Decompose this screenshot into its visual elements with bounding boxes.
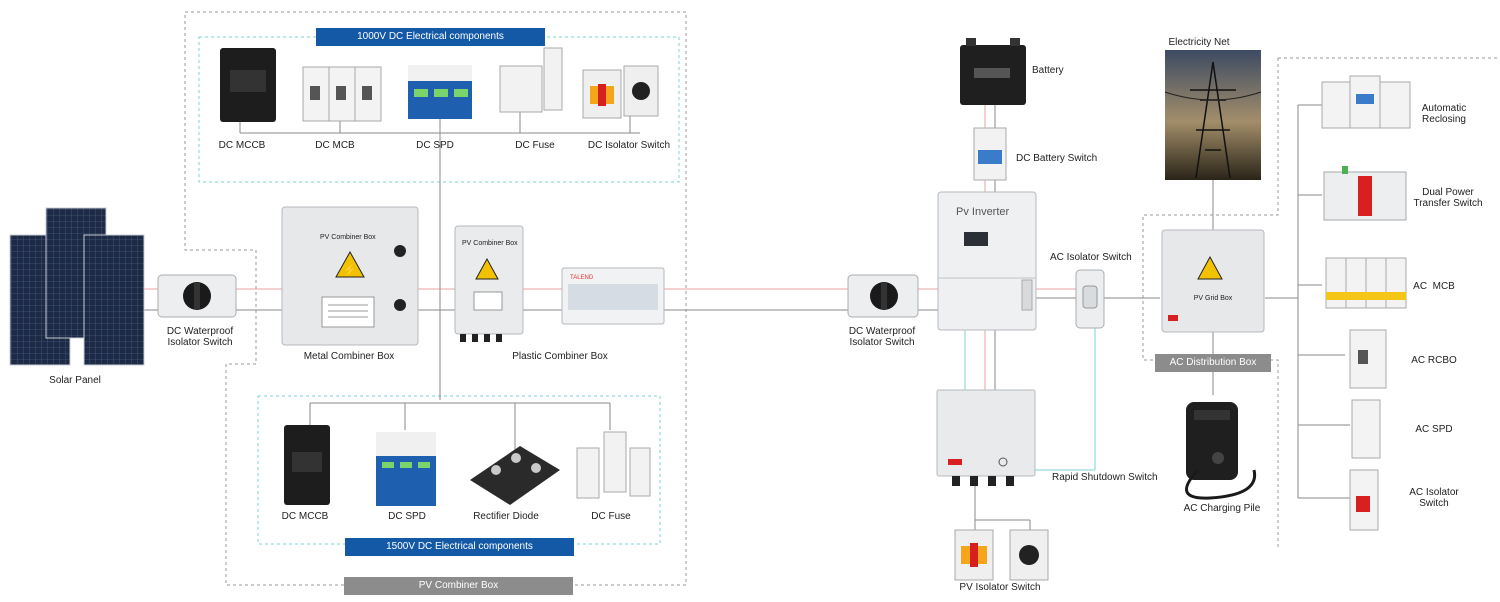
plastic-combiner-box (454, 225, 524, 342)
banner-dc1500: 1500V DC Electrical components (345, 538, 574, 556)
pv-combiner-group-outline (184, 11, 687, 586)
metal-combiner-box: ⚡ (281, 206, 419, 346)
solar-panel-right (83, 234, 145, 366)
label-dc-waterproof-1: DC Waterproof Isolator Switch (166, 326, 234, 348)
rectifier-diode (470, 446, 560, 505)
label-dc-waterproof-2: DC Waterproof Isolator Switch (848, 326, 916, 348)
battery-device (960, 38, 1026, 105)
automatic-reclosing-device (1321, 75, 1411, 129)
solar-panel-array (9, 207, 145, 366)
ac-isolator-switch-din-device (1349, 469, 1379, 531)
dc-waterproof-isolator-switch-1 (157, 274, 237, 318)
label-metal-combiner-box: Metal Combiner Box (303, 351, 395, 362)
dc-spd-1500 (376, 432, 436, 506)
ac-isolator-switch-device (1075, 269, 1105, 329)
banner-dc1000: 1000V DC Electrical components (316, 28, 545, 46)
dc-spd-1000 (408, 65, 472, 119)
dc-fuse-1000 (499, 47, 563, 113)
label-ac-charging-pile: AC Charging Pile (1183, 503, 1261, 514)
label-solar-panel: Solar Panel (49, 375, 101, 386)
dc1500-label-fuse: DC Fuse (591, 511, 631, 522)
din-rail-enclosure (561, 267, 665, 325)
label-dc-battery-switch: DC Battery Switch (1016, 153, 1098, 164)
dc-battery-switch-device (973, 127, 1007, 181)
rapid-shutdown-switch-device (936, 389, 1036, 486)
pv-inverter-device (937, 191, 1037, 331)
hazard-icon (1197, 255, 1223, 280)
label-rapid-shutdown-switch: Rapid Shutdown Switch (1052, 472, 1158, 483)
pv-isolator-switch-devices (954, 529, 1049, 581)
dual-power-transfer-switch-device (1323, 166, 1407, 221)
dc1500-label-spd: DC SPD (388, 511, 426, 522)
label-pv-isolator-switch: PV Isolator Switch (959, 582, 1041, 593)
ac-label-automatic-reclosing: Automatic Reclosing (1421, 103, 1467, 125)
dc1500-label-mccb: DC MCCB (281, 511, 329, 522)
pv-grid-box-device (1161, 229, 1265, 333)
label-pv-inverter: Pv Inverter (956, 206, 1010, 218)
banner-ac-distribution-box: AC Distribution Box (1155, 354, 1271, 372)
label-pv-grid-box: PV Grid Box (1193, 295, 1233, 302)
label-ac-isolator-switch: AC Isolator Switch (1050, 252, 1132, 263)
dc1000-label-mcb: DC MCB (315, 140, 355, 151)
label-battery: Battery (1032, 65, 1064, 76)
dc-waterproof-isolator-switch-2 (847, 274, 919, 318)
dc1000-label-mccb: DC MCCB (218, 140, 266, 151)
label-electricity-net: Electricity Net (1168, 37, 1230, 48)
dc1500-label-rectifier: Rectifier Diode (473, 511, 539, 522)
dc1500-devices (284, 425, 651, 506)
ac-devices (1321, 75, 1411, 531)
ac-label-mcb: AC MCB (1413, 281, 1455, 292)
dc1000-label-spd: DC SPD (416, 140, 454, 151)
dc1000-label-fuse: DC Fuse (515, 140, 555, 151)
hazard-icon (475, 257, 499, 280)
dc-fuse-1500 (576, 431, 651, 499)
ac-label-rcbo: AC RCBO (1411, 355, 1457, 366)
hazard-icon (335, 250, 365, 278)
ac-label-dual-power: Dual Power Transfer Switch (1413, 187, 1483, 209)
ac-label-isolator: AC Isolator Switch (1409, 487, 1459, 509)
electricity-net-image (1164, 50, 1262, 180)
dc1000-devices (220, 47, 659, 122)
ac-spd-device (1351, 399, 1381, 459)
ac-charging-pile-device (1185, 402, 1257, 500)
metal-box-title: PV Combiner Box (320, 234, 376, 241)
dc1000-label-isolator: DC Isolator Switch (587, 140, 671, 151)
dc-isolator-switch-1000 (582, 65, 659, 119)
ac-rcbo-device (1349, 329, 1387, 389)
group-outlines (184, 11, 1500, 586)
ac-distribution-outline (1142, 57, 1500, 548)
label-plastic-combiner-box: Plastic Combiner Box (512, 351, 608, 362)
dc-mcb-1000 (302, 66, 382, 122)
wiring (140, 104, 1350, 532)
banner-pv-combiner-box: PV Combiner Box (344, 577, 573, 595)
ac-label-spd: AC SPD (1415, 424, 1453, 435)
din-brand: TALEND (570, 275, 594, 281)
ac-mcb-device (1325, 257, 1407, 309)
svg-text:⚡: ⚡ (343, 263, 358, 277)
plastic-box-title: PV Combiner Box (462, 240, 518, 247)
